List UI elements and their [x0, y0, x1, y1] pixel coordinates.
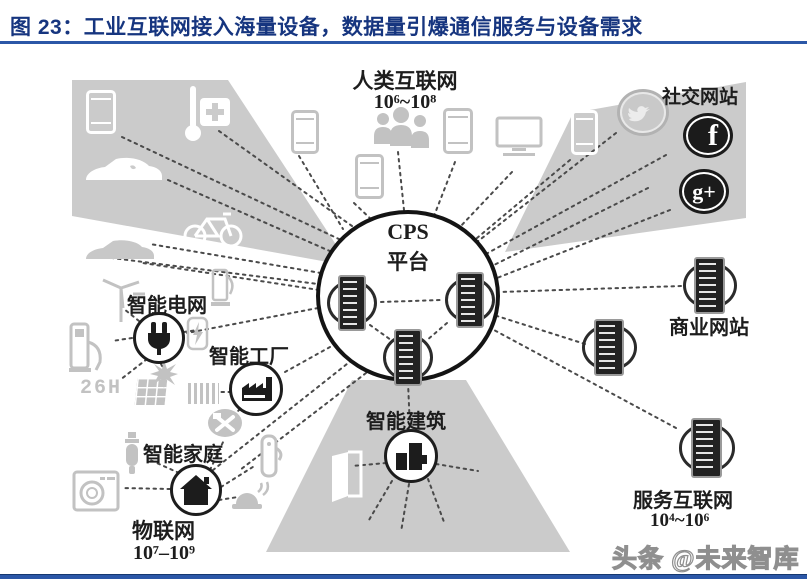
watermark: 头条 @未来智库: [611, 545, 800, 573]
seven-segment-display: 26H: [80, 377, 123, 400]
smartphone-icon: [355, 154, 384, 199]
first-aid-icon: [200, 98, 230, 131]
smart-grid-label: 智能电网: [127, 295, 207, 317]
open-door-icon: [320, 446, 366, 507]
facebook-icon: f: [686, 116, 730, 155]
cfl-bulb-icon: [120, 430, 144, 483]
house-icon: [180, 475, 212, 505]
figure-title: 图 23：工业互联网接入海量设备，数据量引爆通信服务与设备需求: [10, 16, 643, 39]
title-underline: [0, 41, 807, 44]
tools-icon: [206, 408, 244, 443]
smartphone-icon: [571, 110, 598, 155]
smart-building-badge: [384, 429, 438, 483]
human-internet-label: 人类互联网: [352, 69, 458, 93]
cps-label-line2: 平台: [387, 250, 429, 274]
footer-rule: [0, 574, 807, 579]
service-internet-label: 服务互联网: [633, 490, 733, 512]
monitor-icon: [495, 116, 543, 163]
bicycle-icon: [182, 208, 244, 253]
washing-machine-icon: [72, 468, 120, 517]
lightning-icon: [186, 316, 210, 357]
barcode-icon: [188, 383, 219, 404]
gplus-glyph: g+: [692, 178, 716, 204]
smart-building-label: 智能建筑: [366, 411, 446, 433]
spark-icon: [150, 360, 178, 393]
human-internet-range: 10⁶~10⁸: [373, 91, 437, 113]
power-plug-icon: [148, 322, 170, 355]
thermometer-icon: [184, 84, 202, 147]
smart-grid-badge: [133, 312, 185, 364]
server-icon: [383, 329, 433, 386]
server-icon: [683, 257, 737, 314]
smartphone-icon: [86, 90, 116, 134]
factory-icon: [242, 377, 272, 401]
twitter-icon: [620, 92, 666, 133]
smart-factory-badge: [229, 362, 283, 416]
wind-turbine-icon: [95, 272, 147, 329]
smartphone-icon: [443, 108, 473, 154]
server-icon: [327, 275, 377, 331]
facebook-glyph: f: [708, 118, 718, 152]
google-plus-icon: g+: [682, 172, 726, 211]
electric-car-icon: [84, 152, 164, 193]
building-blocks-icon: [396, 443, 427, 470]
cps-label-line1: CPS: [387, 219, 429, 244]
iot-label: 物联网: [132, 519, 195, 543]
business-sites-label: 商业网站: [669, 317, 749, 339]
service-internet-range: 10⁴~10⁶: [650, 510, 710, 531]
smart-home-label: 智能家庭: [143, 444, 223, 466]
server-icon: [445, 272, 495, 328]
ev-plug-post-icon: [210, 266, 234, 315]
smart-home-badge: [170, 464, 222, 516]
server-icon: [582, 319, 637, 376]
tablet-icon: [291, 110, 319, 154]
server-icon: [679, 418, 735, 478]
siren-icon: [230, 478, 270, 517]
iot-range: 10⁷–10⁹: [133, 542, 195, 564]
ev-charger-icon: [68, 320, 110, 381]
door-lock-icon: [258, 434, 284, 485]
social-sites-label: 社交网站: [662, 87, 739, 108]
car-icon: [84, 235, 156, 270]
people-group-icon: [370, 106, 430, 155]
smart-factory-label: 智能工厂: [209, 346, 289, 368]
